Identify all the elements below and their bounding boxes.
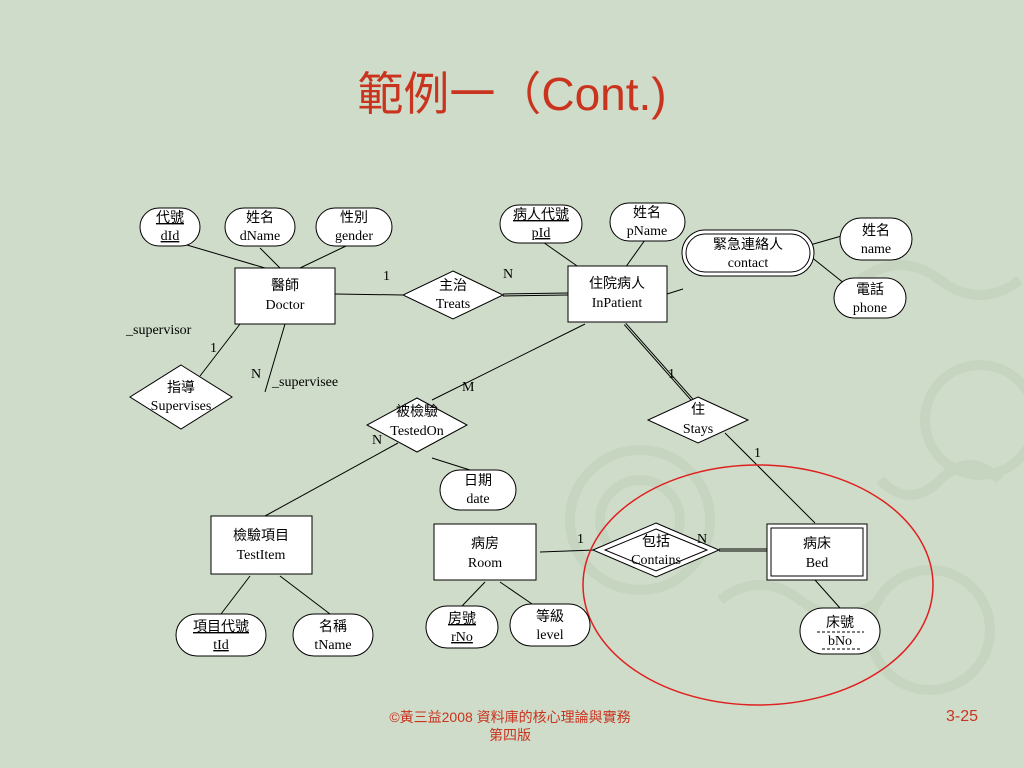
cardinality-treats-inpatient: N <box>503 267 513 282</box>
cardinality-stays-inpatient: 1 <box>668 367 675 382</box>
entity-inpatient[interactable]: 住院病人 InPatient <box>567 265 668 323</box>
attribute-pname[interactable]: 姓名 pName <box>609 202 686 242</box>
attribute-bno-partial-key[interactable]: 床號 bNo <box>799 607 881 655</box>
attribute-dname-en: dName <box>240 229 280 244</box>
attribute-date-en: date <box>466 492 489 507</box>
page-number: 3-25 <box>945 708 978 725</box>
attribute-contact-cn: 緊急連絡人 <box>713 237 783 253</box>
cardinality-contains-bed: N <box>697 532 707 547</box>
relationship-stays[interactable]: 住 Stays <box>646 396 750 444</box>
highlight-ellipse <box>582 464 934 706</box>
entity-testitem-cn: 檢驗項目 <box>233 527 289 544</box>
relationship-stays-en: Stays <box>683 422 713 437</box>
attribute-date[interactable]: 日期 date <box>439 469 517 511</box>
cardinality-supervisor: 1 <box>210 341 217 356</box>
attribute-pname-en: pName <box>627 224 667 239</box>
cardinality-supervisee: N <box>251 367 261 382</box>
attribute-level-cn: 等級 <box>536 608 564 625</box>
relationship-testedon-cn: 被檢驗 <box>396 403 438 420</box>
relationship-contains-identifying[interactable]: 包括 Contains <box>591 522 721 578</box>
footer-line-1: ©黃三益2008 資料庫的核心理論與實務 <box>389 709 631 725</box>
attribute-tid-en: tId <box>213 638 229 653</box>
attribute-pid-cn: 病人代號 <box>513 207 569 223</box>
relationship-testedon[interactable]: 被檢驗 TestedOn <box>365 397 469 453</box>
entity-bed-cn: 病床 <box>803 536 831 552</box>
attribute-rno[interactable]: 房號 rNo <box>425 605 499 649</box>
entity-inpatient-en: InPatient <box>592 296 643 311</box>
entity-room-en: Room <box>468 556 502 571</box>
entity-testitem-en: TestItem <box>237 548 286 563</box>
entity-doctor[interactable]: 醫師 Doctor <box>234 267 336 325</box>
attribute-tid[interactable]: 項目代號 tId <box>175 613 267 657</box>
relationship-treats[interactable]: 主治 Treats <box>401 270 505 320</box>
attribute-level[interactable]: 等級 level <box>509 603 591 647</box>
connector-lines <box>169 234 846 615</box>
relationship-supervises-cn: 指導 <box>167 380 195 396</box>
entity-doctor-cn: 醫師 <box>271 278 299 294</box>
entity-inpatient-cn: 住院病人 <box>589 276 645 292</box>
attribute-tname[interactable]: 名稱 tName <box>292 613 374 657</box>
attribute-rno-cn: 房號 <box>448 611 476 627</box>
attribute-gender-en: gender <box>335 229 373 244</box>
relationship-contains-en: Contains <box>631 553 681 568</box>
relationship-testedon-en: TestedOn <box>390 424 443 439</box>
attribute-phone-cn: 電話 <box>856 281 884 298</box>
footer-line-2: 第四版 <box>489 727 531 743</box>
attribute-pid-en: pId <box>532 226 551 241</box>
cardinality-testedon-m: M <box>462 380 475 395</box>
attribute-gender-cn: 性別 <box>340 210 368 226</box>
attribute-pname-cn: 姓名 <box>633 205 661 221</box>
entity-bed-weak[interactable]: 病床 Bed <box>766 523 868 581</box>
attribute-tname-cn: 名稱 <box>319 619 347 635</box>
attribute-contact-name[interactable]: 姓名 name <box>839 217 913 261</box>
attribute-contact-name-en: name <box>861 242 891 257</box>
attribute-did-cn: 代號 <box>156 210 184 226</box>
cardinality-labels: 1 N 1 N M N 1 1 1 N _supervisor _supervi… <box>125 267 761 547</box>
entity-room-cn: 病房 <box>471 536 499 552</box>
attribute-gender[interactable]: 性別 gender <box>315 207 393 247</box>
cardinality-testedon-n: N <box>372 433 382 448</box>
attribute-level-en: level <box>536 628 563 643</box>
attribute-dname[interactable]: 姓名 dName <box>224 207 296 247</box>
attribute-phone-en: phone <box>853 301 887 316</box>
attribute-date-cn: 日期 <box>464 473 492 489</box>
attribute-tname-en: tName <box>314 638 351 653</box>
attribute-contact-name-cn: 姓名 <box>862 223 890 239</box>
attribute-pid[interactable]: 病人代號 pId <box>499 204 583 244</box>
cardinality-treats-doctor: 1 <box>383 269 390 284</box>
attribute-tid-cn: 項目代號 <box>193 619 249 635</box>
relationship-contains-cn: 包括 <box>642 534 670 550</box>
slide-title: 範例一（Cont.) <box>357 68 667 120</box>
entity-testitem[interactable]: 檢驗項目 TestItem <box>210 515 313 575</box>
entity-room[interactable]: 病房 Room <box>433 523 537 581</box>
attribute-did[interactable]: 代號 dId <box>139 207 201 247</box>
entity-bed-en: Bed <box>806 556 829 571</box>
attribute-dname-cn: 姓名 <box>246 210 274 226</box>
attribute-did-en: dId <box>161 229 180 244</box>
background-pattern <box>565 260 1024 695</box>
relationship-stays-cn: 住 <box>691 402 705 418</box>
entity-doctor-en: Doctor <box>266 298 305 313</box>
attribute-contact-composite[interactable]: 緊急連絡人 contact <box>681 229 815 277</box>
role-supervisor: _supervisor <box>125 323 192 338</box>
relationship-supervises[interactable]: 指導 Supervises <box>129 364 233 430</box>
footer-copyright: ©黃三益2008 資料庫的核心理論與實務 第四版 <box>340 708 680 744</box>
attribute-rno-en: rNo <box>451 630 473 645</box>
relationship-supervises-en: Supervises <box>151 399 212 414</box>
cardinality-contains-room: 1 <box>577 532 584 547</box>
attribute-bno-en: bNo <box>828 634 852 649</box>
attribute-bno-cn: 床號 <box>826 615 854 631</box>
role-supervisee: _supervisee <box>271 375 338 390</box>
attribute-phone[interactable]: 電話 phone <box>833 277 907 319</box>
attribute-contact-en: contact <box>728 256 769 271</box>
cardinality-stays-bed: 1 <box>754 446 761 461</box>
relationship-treats-cn: 主治 <box>439 278 467 294</box>
relationship-treats-en: Treats <box>436 297 471 312</box>
